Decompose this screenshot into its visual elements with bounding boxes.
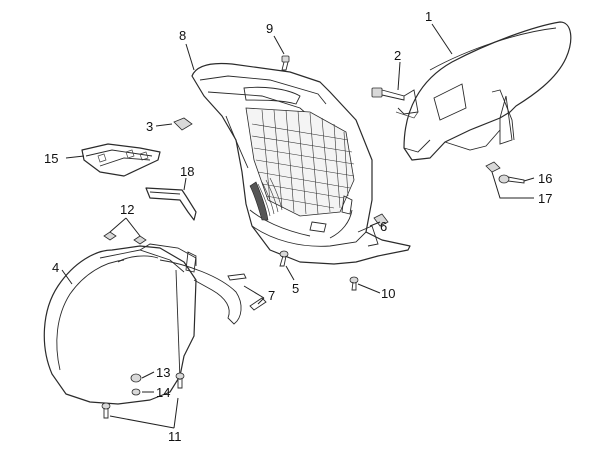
callout-14: 14 (156, 385, 170, 400)
callout-5: 5 (292, 281, 299, 296)
part-clip-3 (173, 117, 193, 131)
callout-18: 18 (180, 164, 194, 179)
callout-11: 11 (168, 429, 182, 444)
callout-7: 7 (268, 288, 275, 303)
part-bracket-18 (145, 187, 197, 221)
callout-4: 4 (52, 260, 59, 275)
part-rear-mudguard (403, 21, 572, 161)
callout-12: 12 (120, 202, 134, 217)
callout-10: 10 (381, 286, 395, 301)
callout-6: 6 (380, 219, 387, 234)
callout-17: 17 (538, 191, 552, 206)
part-washer-14 (131, 388, 141, 396)
callout-15: 15 (44, 151, 58, 166)
callout-9: 9 (266, 21, 273, 36)
callout-16: 16 (538, 171, 552, 186)
part-bracket-15 (81, 143, 161, 177)
part-screw-9 (281, 55, 290, 71)
callout-13: 13 (156, 365, 170, 380)
part-screw-5 (279, 250, 289, 267)
part-wire-clip-7 (227, 273, 267, 311)
callout-8: 8 (179, 28, 186, 43)
leader-lines (61, 23, 535, 429)
part-inner-shield (191, 62, 411, 265)
part-screw-11 (101, 372, 185, 419)
part-screw-10 (349, 276, 359, 291)
part-grommet-13 (130, 373, 142, 383)
part-clip-12 (103, 231, 147, 245)
part-screw-16 (498, 174, 525, 184)
callout-1: 1 (425, 9, 432, 24)
callout-3: 3 (146, 119, 153, 134)
part-bolt-2 (371, 87, 419, 119)
callout-2: 2 (394, 48, 401, 63)
part-front-mudguard (43, 243, 242, 405)
part-clip-nut-17 (485, 161, 501, 173)
callout-labels: 1 2 3 4 5 6 7 8 9 10 11 12 13 14 15 16 1… (44, 9, 552, 444)
